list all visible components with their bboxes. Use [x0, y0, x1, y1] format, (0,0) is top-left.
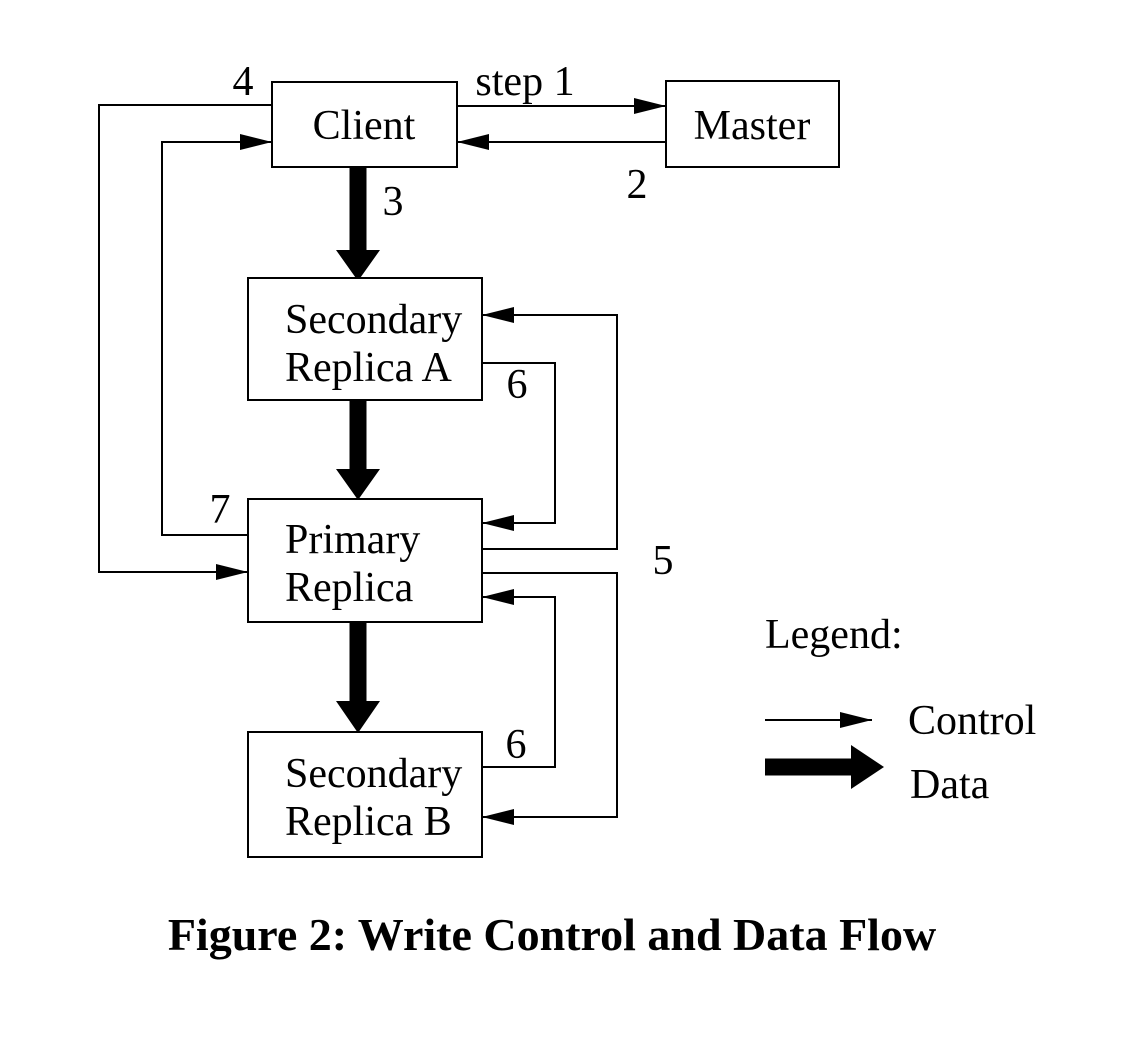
client-label: Client	[313, 103, 416, 149]
step2-label: 2	[627, 162, 648, 208]
data-arrow-client-to-secondary-a	[336, 167, 380, 281]
figure-caption: Figure 2: Write Control and Data Flow	[168, 909, 936, 960]
step6-label-lower: 6	[506, 722, 527, 768]
step5-label: 5	[653, 538, 674, 584]
data-arrow-primary-to-secondary-b	[336, 622, 380, 733]
step1-label: step 1	[475, 59, 574, 105]
control-arrow-step5-primary-to-secondary-a	[482, 307, 618, 550]
secondary-replica-b-label-line2: Replica B	[285, 799, 452, 845]
master-box	[665, 80, 840, 168]
step3-label: 3	[383, 179, 404, 225]
legend-data-arrow-icon	[765, 745, 884, 789]
secondary-replica-a-label-line2: Replica A	[285, 345, 452, 391]
step6-label-upper: 6	[507, 362, 528, 408]
legend-title: Legend:	[765, 612, 903, 658]
control-arrow-step7-primary-to-client	[161, 134, 272, 536]
secondary-replica-b-label-line1: Secondary	[285, 751, 462, 797]
master-label: Master	[694, 103, 811, 149]
primary-replica-label-line1: Primary	[285, 517, 420, 563]
secondary-replica-a-label-line1: Secondary	[285, 297, 462, 343]
primary-replica-box	[247, 498, 483, 623]
control-arrow-step4-client-to-primary	[98, 104, 272, 580]
legend-control-label: Control	[908, 698, 1036, 744]
data-arrow-secondary-a-to-primary	[336, 400, 380, 500]
step4-label: 4	[233, 59, 254, 105]
secondary-replica-b-box	[247, 731, 483, 858]
step7-label: 7	[210, 487, 231, 533]
secondary-replica-a-box	[247, 277, 483, 401]
control-arrow-step6-secondary-a-to-primary	[482, 362, 556, 531]
data-arrowhead-icon	[336, 250, 380, 281]
legend-data-label: Data	[910, 762, 990, 808]
primary-replica-label-line2: Replica	[285, 565, 414, 611]
data-arrowhead-icon	[336, 701, 380, 733]
control-arrow-step5-primary-to-secondary-b	[482, 572, 618, 825]
data-arrowhead-icon	[336, 469, 380, 500]
legend: Legend: Control Data	[765, 612, 1036, 808]
control-arrow-step6-secondary-b-to-primary	[482, 589, 556, 768]
client-box	[271, 81, 458, 168]
